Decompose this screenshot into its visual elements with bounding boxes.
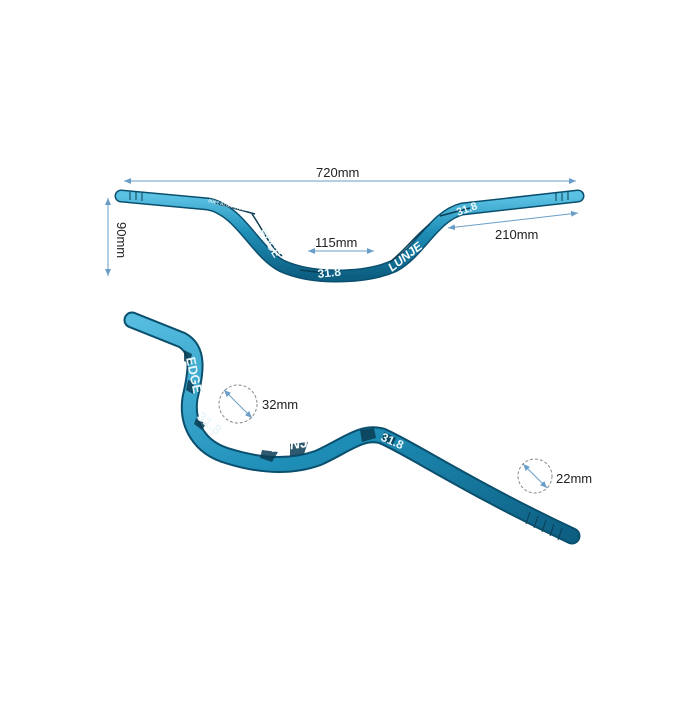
clamp-diameter-label: 32mm	[262, 397, 299, 412]
perspective-grip-ticks	[525, 511, 563, 541]
front-clamp-text: 31.8	[317, 265, 342, 281]
perspective-brand-text: LUNJE	[270, 433, 318, 455]
clamp-diameter-indicator	[218, 384, 258, 424]
grip-diameter-label: 22mm	[556, 471, 593, 486]
perspective-view-handlebar: EDGE 31.8 LUNJE 31.8	[123, 311, 581, 545]
front-brand-text: LUNJE	[385, 238, 425, 274]
grip-dimension-line	[447, 210, 579, 231]
front-clamp-text-2: 31.8	[455, 200, 479, 219]
front-grip-ticks	[129, 192, 569, 201]
width-label: 720mm	[316, 165, 360, 180]
rise-label: 90mm	[114, 222, 129, 259]
grip-label: 210mm	[495, 227, 539, 242]
dimension-lines	[105, 178, 579, 276]
center-label: 115mm	[315, 235, 358, 250]
front-bar-body	[116, 191, 583, 281]
grip-diameter-indicator	[517, 458, 553, 494]
front-bar-graphics	[214, 202, 471, 274]
perspective-bar-graphics	[184, 350, 396, 462]
perspective-bar-body	[125, 313, 579, 543]
